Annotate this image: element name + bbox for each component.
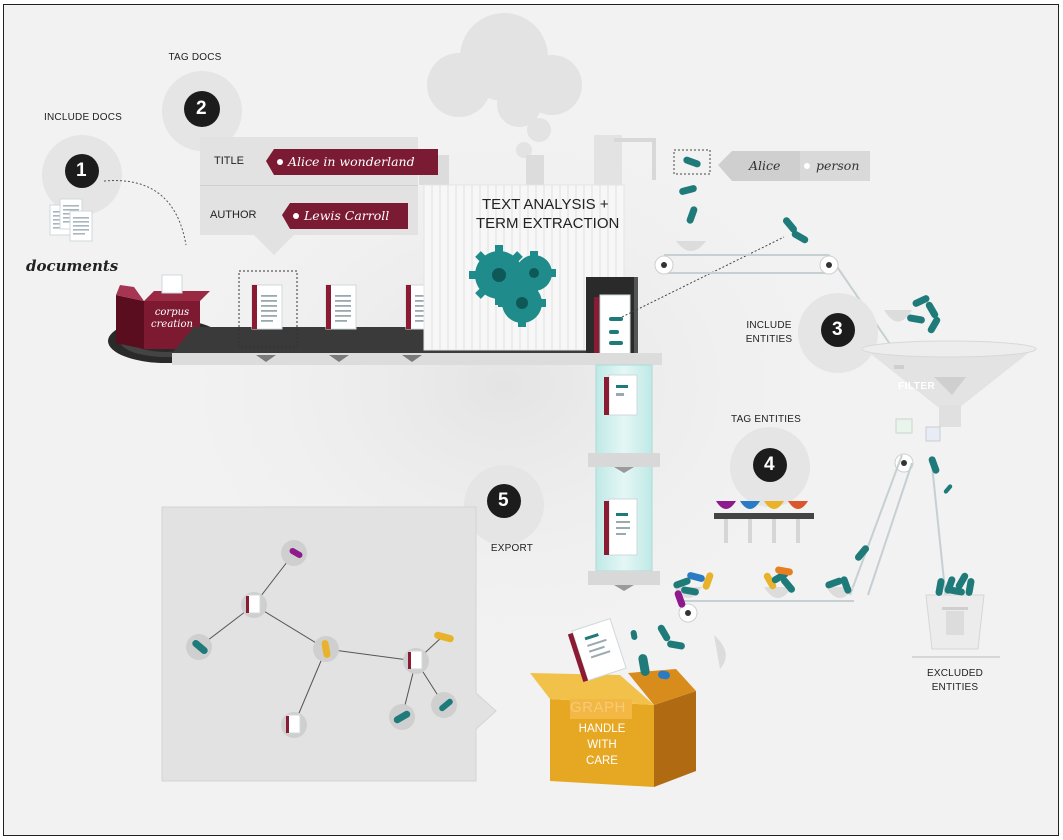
corpus-line1: corpus <box>154 307 190 318</box>
factory-line2: TERM EXTRACTION <box>476 215 620 232</box>
funnel-icon <box>861 340 1037 427</box>
step-5-number: 5 <box>498 490 509 511</box>
step-1-number: 1 <box>76 160 87 181</box>
pipeline-illustration <box>42 13 1037 787</box>
step-4-number: 4 <box>764 454 775 475</box>
step-2-label: TAG DOCS <box>168 52 222 63</box>
entity-tag-name[interactable]: Alice <box>749 158 781 173</box>
corpus-line2: creation <box>151 319 193 330</box>
excluded-label-line1: EXCLUDED <box>926 668 984 679</box>
diagram-frame: 1 2 3 4 5 INCLUDE DOCS TAG DOCS INCLUDE … <box>3 4 1059 836</box>
filter-label: FILTER <box>898 381 936 392</box>
documents-label: documents <box>26 257 119 275</box>
title-tag-value[interactable]: Alice in wonderland <box>288 154 415 169</box>
box-icon <box>530 669 696 787</box>
entity-tag-type[interactable]: person <box>816 158 860 173</box>
author-tag-value[interactable]: Lewis Carroll <box>304 208 390 223</box>
cloud-icon <box>427 13 582 158</box>
author-tag-key: AUTHOR <box>210 209 257 221</box>
step-3-label-line1: INCLUDE <box>746 320 792 331</box>
step-3-number: 3 <box>832 319 843 340</box>
step-4-label: TAG ENTITIES <box>731 414 801 425</box>
gear-icon <box>469 245 556 327</box>
step-1-label: INCLUDE DOCS <box>44 112 122 123</box>
factory-line1: TEXT ANALYSIS + <box>482 196 609 213</box>
title-tag-key: TITLE <box>214 155 244 167</box>
excluded-label-line2: ENTITIES <box>931 682 979 693</box>
box-handle-line3: CARE <box>586 755 618 767</box>
box-handle-line2: WITH <box>587 739 617 751</box>
step-3-label-line2: ENTITIES <box>745 334 793 345</box>
step-2-number: 2 <box>196 98 207 119</box>
step-5-label: EXPORT <box>490 543 534 554</box>
box-handle-line1: HANDLE <box>578 723 626 735</box>
trash-icon <box>925 594 985 650</box>
box-graph-label: GRAPH <box>570 699 626 716</box>
